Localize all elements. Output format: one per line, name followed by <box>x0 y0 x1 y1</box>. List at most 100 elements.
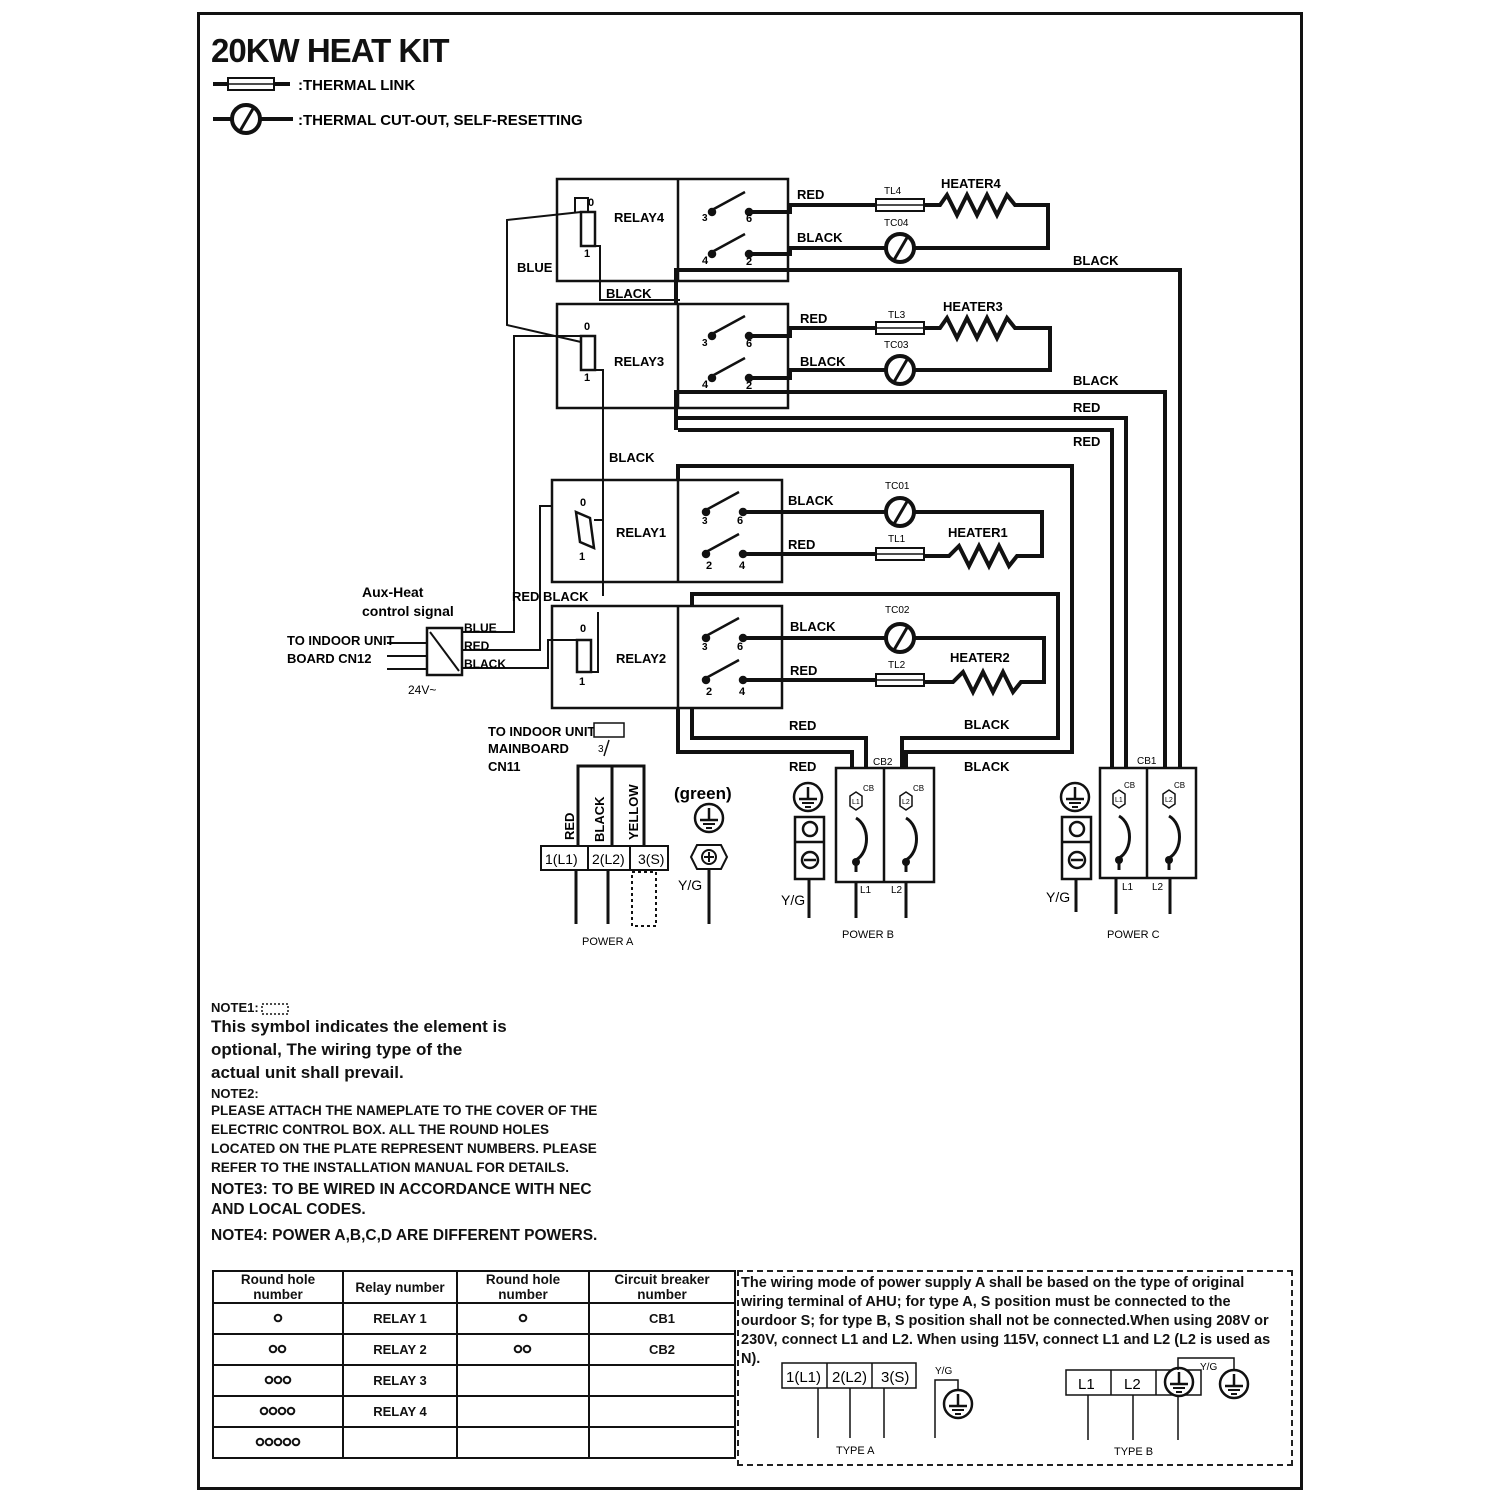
wiring-mode-text: The wiring mode of power supply A shall … <box>741 1275 1271 1367</box>
tl3-thermal-link <box>875 321 925 335</box>
table-row: RELAY 1 CB1 <box>212 1302 736 1335</box>
thermal-link-legend: :THERMAL LINK <box>213 77 415 94</box>
cn11-label-1: TO INDOOR UNIT <box>488 724 595 739</box>
relay1-coil-1: 1 <box>579 551 585 563</box>
heater2-red-wire: RED <box>790 663 817 678</box>
cell-round-holes <box>212 1426 344 1459</box>
power-c-l2: L2 <box>1152 882 1164 893</box>
relay3-label: RELAY3 <box>614 354 664 369</box>
heater3-black-wire: BLACK <box>800 354 846 369</box>
aux-black-wire: BLACK <box>464 657 506 671</box>
tl1-label: TL1 <box>888 534 906 545</box>
round-holes-icon <box>264 1375 291 1385</box>
round-hole-dot <box>286 1406 296 1416</box>
diagram-title: 20KW HEAT KIT <box>211 32 450 69</box>
type-a-terminal-block <box>781 1362 917 1389</box>
cb1-pole1-l1: L1 <box>1115 797 1123 804</box>
heater1-circuit <box>676 464 1074 770</box>
cell-relay-number: RELAY 1 <box>342 1302 458 1335</box>
thermal-cutout-legend: :THERMAL CUT-OUT, SELF-RESETTING <box>213 103 583 135</box>
cell-round-holes-2 <box>456 1302 590 1335</box>
type-b-terminal-l2: L2 <box>1124 1376 1141 1393</box>
cell-circuit-breaker <box>588 1395 736 1428</box>
cb2-breaker <box>834 766 936 918</box>
cell-round-holes-2 <box>456 1395 590 1428</box>
header-relay-number: Relay number <box>342 1270 458 1304</box>
aux-control-signal-label: control signal <box>362 603 454 619</box>
heater2-label: HEATER2 <box>950 650 1010 665</box>
power-a-yellow-wire: YELLOW <box>626 784 641 840</box>
voltage-label: 24V~ <box>408 683 436 697</box>
relay2-label: RELAY2 <box>616 651 666 666</box>
power-a-ground-screw <box>689 844 729 924</box>
table-row <box>212 1426 736 1459</box>
cell-relay-number <box>342 1426 458 1459</box>
cell-relay-number: RELAY 4 <box>342 1395 458 1428</box>
power-b-l2: L2 <box>891 885 903 896</box>
optional-s-terminal <box>631 871 657 927</box>
cb2-black-wire-a: BLACK <box>964 717 1010 732</box>
round-hole-dot <box>522 1344 532 1354</box>
note2-body: PLEASE ATTACH THE NAMEPLATE TO THE COVER… <box>211 1103 598 1175</box>
note3: NOTE3: TO BE WIRED IN ACCORDANCE WITH NE… <box>211 1181 592 1218</box>
round-holes-icon <box>255 1437 300 1447</box>
cell-round-holes-2 <box>456 1364 590 1397</box>
heater3-return-black: BLACK <box>1073 373 1119 388</box>
round-hole-mapping-table: Round hole number Relay number Round hol… <box>212 1270 736 1459</box>
relay2-red-black-wire: RED BLACK <box>512 589 589 604</box>
type-a-terminal-2: 2(L2) <box>832 1369 867 1386</box>
type-a-terminal-1: 1(L1) <box>786 1369 821 1386</box>
round-hole-dot <box>273 1375 282 1385</box>
power-b-yg-label: Y/G <box>781 892 805 908</box>
cb1-label: CB1 <box>1137 756 1157 767</box>
round-hole-dot <box>518 1313 527 1323</box>
cn11-label-2: MAINBOARD <box>488 741 569 756</box>
round-hole-dot <box>273 1313 282 1323</box>
heater3-label: HEATER3 <box>943 299 1003 314</box>
header-circuit-breaker-number: Circuit breaker number <box>588 1270 736 1304</box>
aux-control-wiring <box>387 505 599 673</box>
relay4-black-wire: BLACK <box>606 286 652 301</box>
tl4-thermal-link <box>875 198 925 212</box>
cn11-pin-label: 3 <box>598 744 604 755</box>
thermal-cutout-label: :THERMAL CUT-OUT, SELF-RESETTING <box>298 112 583 129</box>
power-b-ground-icon <box>792 781 824 813</box>
type-b-leads <box>1087 1357 1235 1440</box>
table-header-row: Round hole number Relay number Round hol… <box>212 1270 736 1304</box>
cell-circuit-breaker: CB1 <box>588 1302 736 1335</box>
relay1-block <box>550 478 784 584</box>
cb1-pole2-l2: L2 <box>1165 797 1173 804</box>
cell-round-holes <box>212 1333 344 1366</box>
note1-body: This symbol indicates the element is opt… <box>211 1017 507 1082</box>
cb1-supply-wires <box>674 408 1128 770</box>
round-holes-icon <box>259 1406 296 1416</box>
relay1-contact-2: 2 <box>706 560 712 572</box>
cb1-pole1-cb: CB <box>1124 781 1135 790</box>
tc04-thermal-cutout <box>884 232 916 264</box>
round-hole-dot <box>277 1344 287 1354</box>
heater2-black-wire: BLACK <box>790 619 836 634</box>
relay3-contact-4: 4 <box>702 379 709 391</box>
notes-section: NOTE1: This symbol indicates the element… <box>211 1000 611 1246</box>
type-b-terminal-l1: L1 <box>1078 1376 1095 1393</box>
relay4-contact-6: 6 <box>746 213 752 225</box>
power-c-yg-label: Y/G <box>1046 889 1070 905</box>
relay4-coil-1: 1 <box>584 248 590 260</box>
relay4-blue-wire: BLUE <box>517 260 553 275</box>
power-a-ground-icon <box>693 802 725 834</box>
header-round-hole-number-2: Round hole number <box>456 1270 590 1304</box>
round-hole-dot <box>255 1437 264 1447</box>
relay1-coil-0: 0 <box>580 497 586 509</box>
cb1-pole2-cb: CB <box>1174 781 1185 790</box>
optional-element-symbol <box>261 1003 289 1015</box>
heater4-red-wire: RED <box>797 187 824 202</box>
type-a-label: TYPE A <box>836 1445 875 1457</box>
table-row: RELAY 4 <box>212 1395 736 1428</box>
power-a-yg-label: Y/G <box>678 877 702 893</box>
aux-heat-label: Aux-Heat <box>362 584 424 600</box>
relay2-coil-0: 0 <box>580 623 586 635</box>
relay4-coil-0: 0 <box>588 197 594 209</box>
cb2-black-wire-b: BLACK <box>964 759 1010 774</box>
relay3-contact-6: 6 <box>746 338 752 350</box>
cell-relay-number: RELAY 2 <box>342 1333 458 1366</box>
